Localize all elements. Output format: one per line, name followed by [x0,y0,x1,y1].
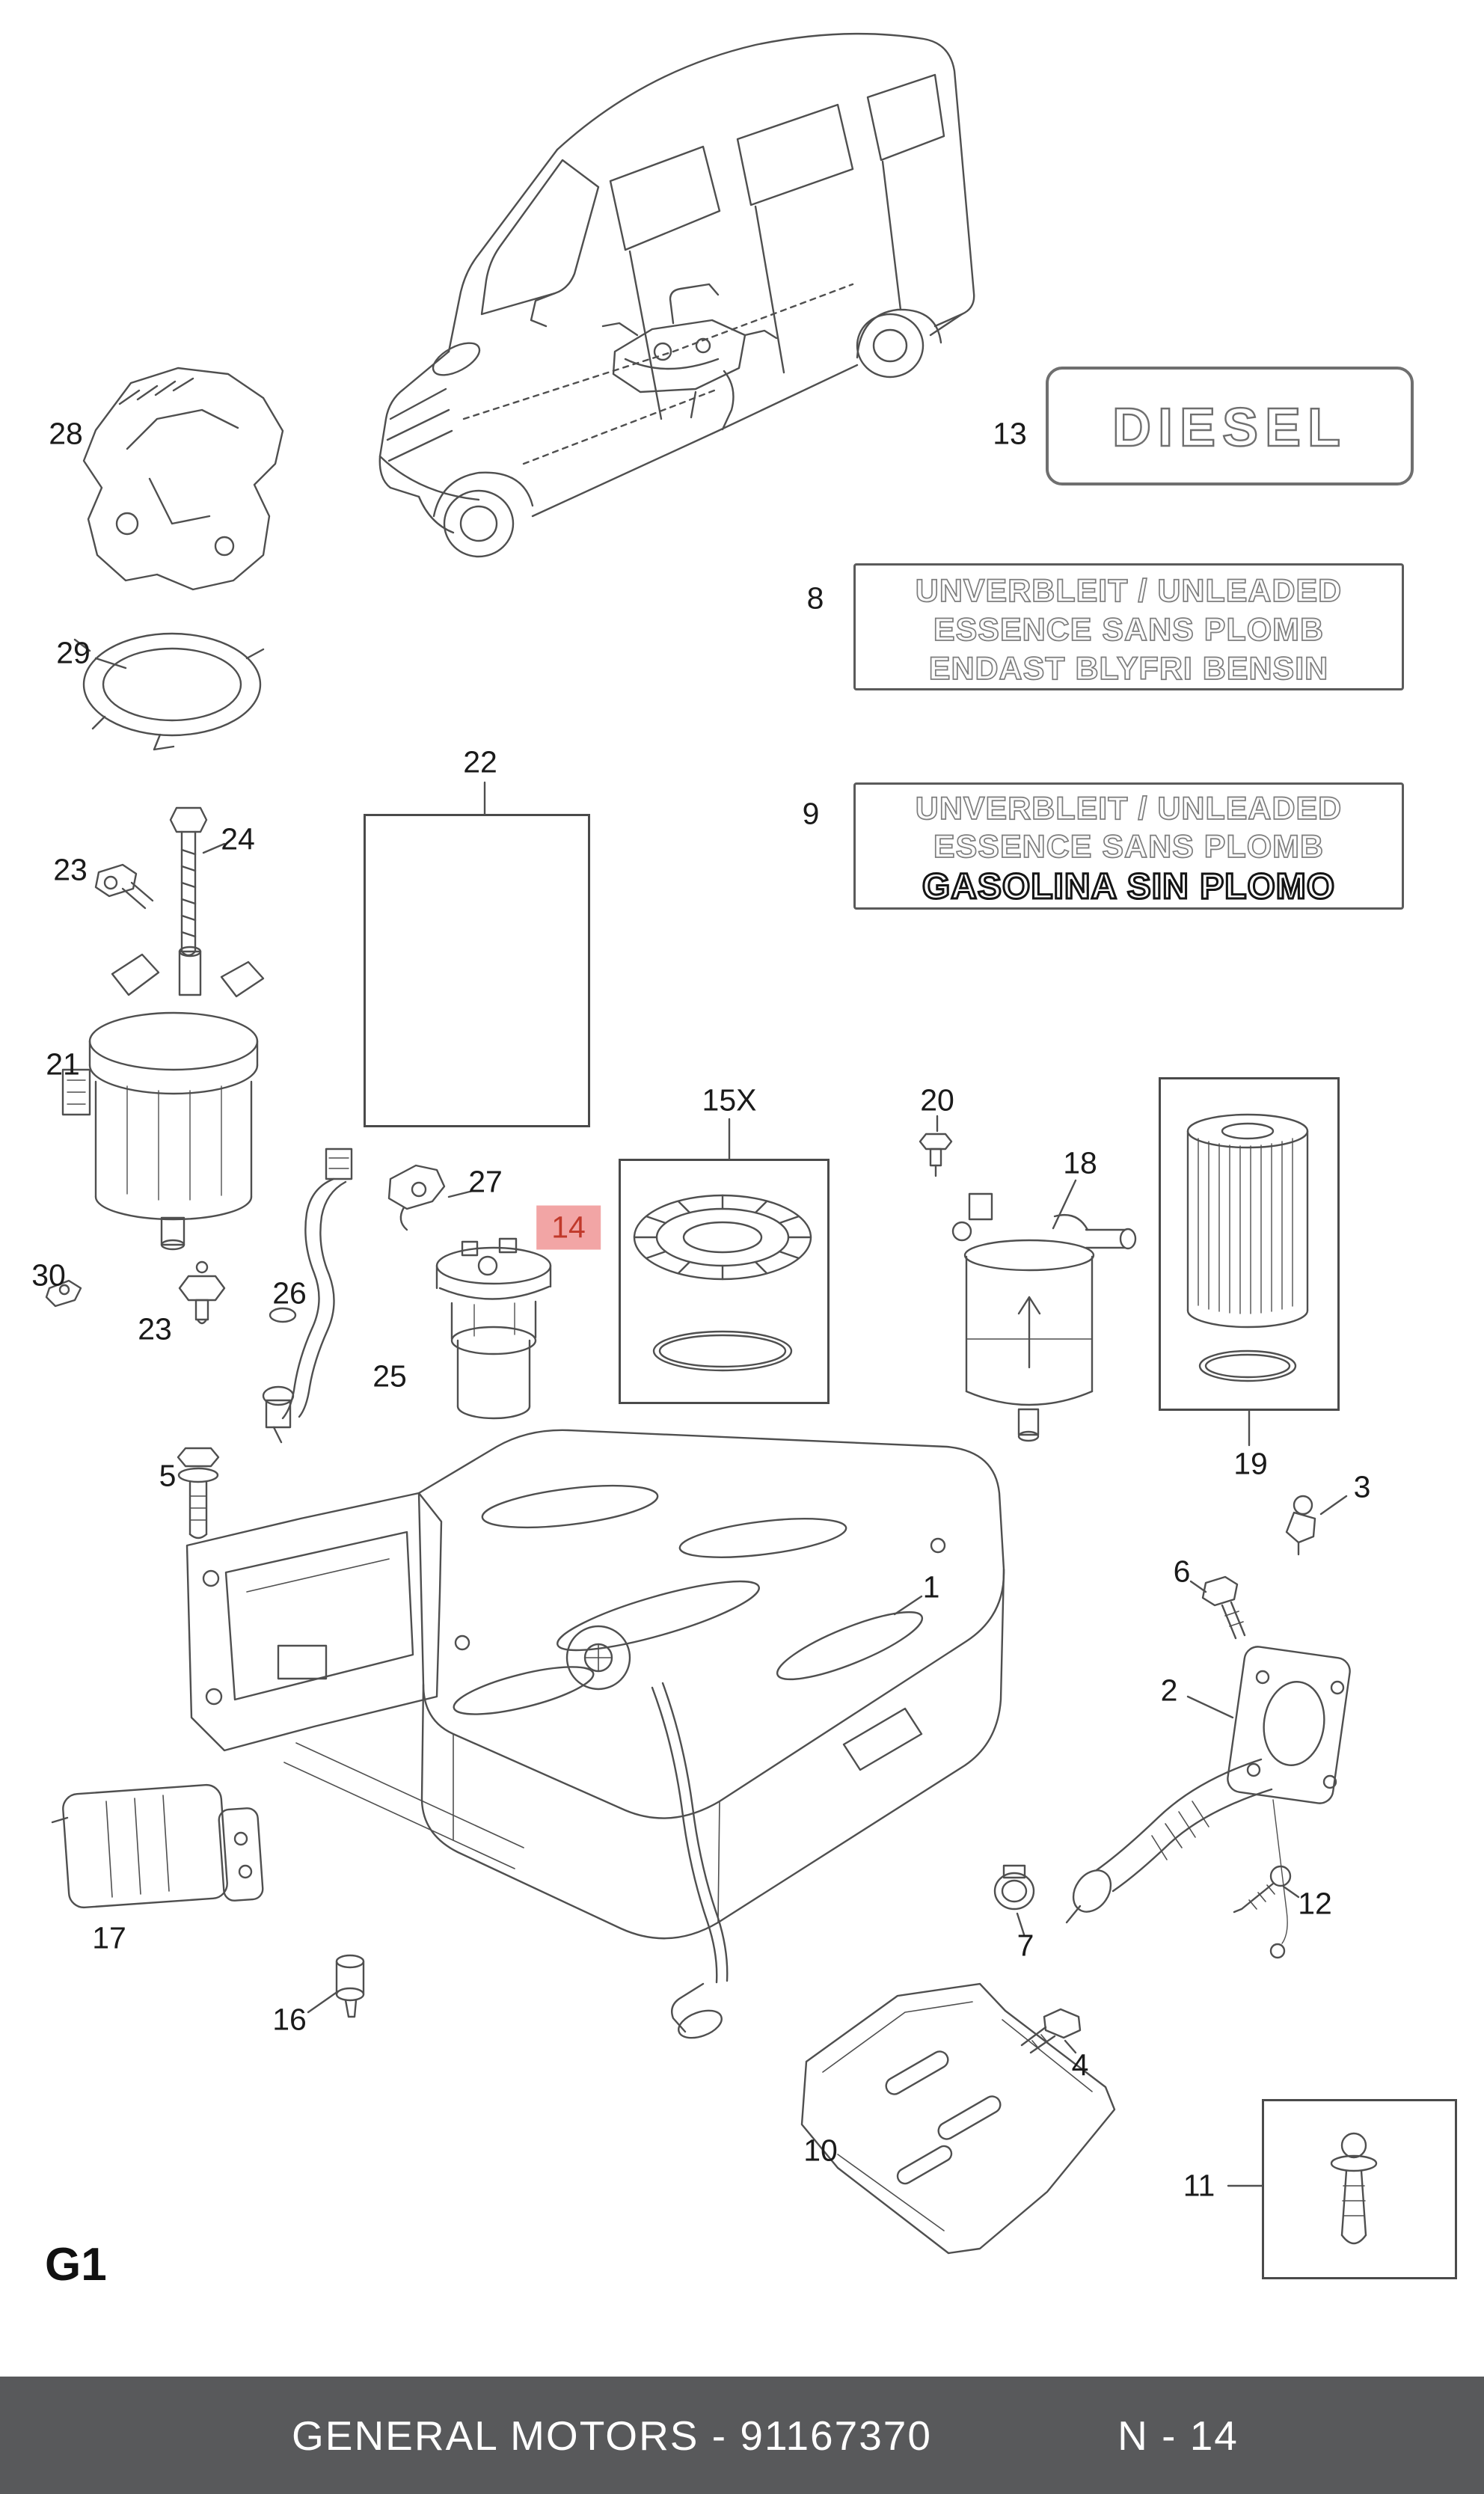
callout-4[interactable]: 4 [1071,2047,1089,2083]
callout-25[interactable]: 25 [372,1358,407,1394]
callout-1[interactable]: 1 [922,1569,940,1605]
unleaded-gasolina-line2: ESSENCE SANS PLOMB [933,829,1324,865]
callout-19[interactable]: 19 [1233,1446,1268,1481]
part-28-bracket [82,367,284,591]
callout-8[interactable]: 8 [806,580,824,616]
callout-5[interactable]: 5 [159,1458,177,1493]
part-1-fuel-tank [186,1429,1005,2039]
callout-2[interactable]: 2 [1160,1673,1178,1708]
callout-26[interactable]: 26 [272,1275,307,1311]
part-27-clip [387,1164,446,1231]
unleaded-endast-line2: ESSENCE SANS PLOMB [933,612,1324,648]
part-7-clamp [993,1864,1035,1911]
part-11-screw [1330,2132,1378,2245]
part-6-bolt [1201,1575,1246,1640]
unleaded-badge-gasolina: UNVERBLEIT / UNLEADED ESSENCE SANS PLOMB… [853,782,1404,910]
callout-21[interactable]: 21 [46,1047,80,1082]
callout-20[interactable]: 20 [920,1082,954,1118]
callout-28[interactable]: 28 [49,416,83,451]
callout-13[interactable]: 13 [993,416,1027,451]
callout-11[interactable]: 11 [1183,2168,1215,2203]
callout-30[interactable]: 30 [31,1257,66,1293]
part-30-clip [45,1279,82,1308]
frame-part-15x [619,1159,830,1404]
fuel-system-inset [601,283,778,431]
leader-lines [94,657,1348,2187]
callout-7[interactable]: 7 [1017,1928,1034,1963]
callout-16[interactable]: 16 [272,2002,307,2037]
part-24-bolt [169,806,208,957]
part-12-screw [1233,1865,1292,1914]
unleaded-badge-endast: UNVERBLEIT / UNLEADED ESSENCE SANS PLOMB… [853,563,1404,690]
unleaded-endast-line3: ENDAST BLYFRI BENSIN [929,651,1328,687]
part-15x-lock-ring [633,1194,812,1372]
callout-23-upper[interactable]: 23 [53,852,88,887]
part-23-upper [94,863,154,910]
callout-18[interactable]: 18 [1063,1145,1097,1180]
part-2-filler-neck [1065,1646,1351,1959]
callout-27[interactable]: 27 [468,1164,503,1199]
callout-24[interactable]: 24 [221,821,255,857]
callout-23-lower[interactable]: 23 [138,1311,172,1346]
part-3-grommet [1285,1495,1316,1556]
callout-9[interactable]: 9 [802,796,820,831]
page-group-code: G1 [45,2239,107,2291]
callout-6[interactable]: 6 [1173,1554,1191,1589]
footer-catalog-title: GENERAL MOTORS - 91167370 [292,2412,932,2459]
van-illustration [378,32,975,558]
callout-14-highlighted[interactable]: 14 [536,1205,601,1250]
callout-22[interactable]: 22 [463,744,497,779]
footer-bar: GENERAL MOTORS - 91167370 N - 14 [0,2377,1484,2494]
frame-part-11 [1262,2099,1457,2279]
unleaded-endast-line1: UNVERBLEIT / UNLEADED [916,573,1342,609]
frame-part-22 [364,814,590,1127]
callout-15x[interactable]: 15X [702,1082,757,1118]
diesel-badge: DIESEL [1046,367,1414,485]
part-25-hose [262,1148,353,1444]
frame-part-19 [1159,1077,1340,1411]
callout-3[interactable]: 3 [1353,1469,1371,1504]
unleaded-gasolina-line3: GASOLINA SIN PLOMO [922,867,1335,907]
part-23-lower [178,1260,226,1325]
callout-17[interactable]: 17 [92,1920,126,1955]
diesel-badge-text: DIESEL [1112,398,1347,458]
callout-12[interactable]: 12 [1298,1886,1332,1921]
callout-10[interactable]: 10 [803,2133,838,2168]
part-5-bolt [177,1447,220,1539]
unleaded-gasolina-line1: UNVERBLEIT / UNLEADED [916,791,1342,827]
part-18-filter-housing [951,1192,1137,1442]
part-21-filter-assembly [61,946,265,1251]
part-20-valve [919,1133,953,1177]
part-17-canister [51,1783,264,1909]
callout-29[interactable]: 29 [56,635,91,670]
footer-page-ref: N - 14 [1117,2412,1239,2459]
part-16-sensor [335,1954,365,2018]
part-29-lock-ring [73,632,265,751]
part-14-pump-module [435,1237,552,1420]
part-19-filter-element [1186,1113,1309,1382]
part-26-oring [269,1307,297,1323]
part-10-shield [800,1982,1116,2255]
